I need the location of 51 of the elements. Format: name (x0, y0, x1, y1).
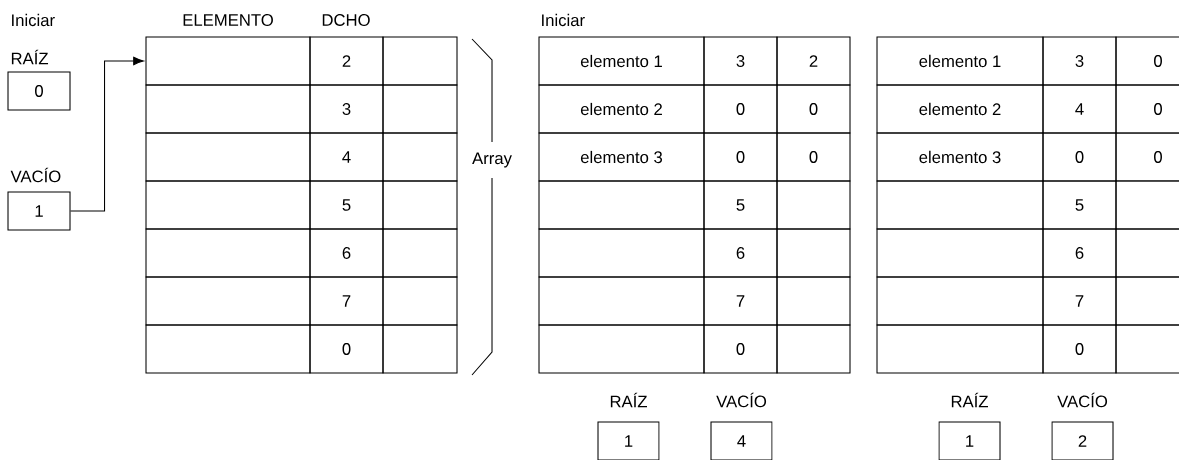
table-cell: 0 (1042, 132, 1117, 182)
arrow (70, 56, 144, 212)
table-cell: 5 (1042, 180, 1117, 230)
table-cell: 6 (309, 228, 384, 278)
table-cell: 7 (1042, 276, 1117, 326)
table-cell: 2 (776, 36, 851, 86)
value-box: 4 (710, 421, 773, 460)
table-cell: 4 (1042, 84, 1117, 134)
table-cell: 0 (703, 324, 778, 374)
table-cell: elemento 2 (538, 84, 705, 134)
heading: Iniciar (542, 13, 585, 27)
box-heading: VACÍO (1057, 392, 1108, 408)
value-box: 1 (597, 421, 660, 460)
table-cell: 3 (309, 84, 384, 134)
table-cell: 6 (703, 228, 778, 278)
table-cell: 0 (309, 324, 384, 374)
heading: Iniciar (12, 13, 55, 27)
table-cell: 7 (703, 276, 778, 326)
table-cell: elemento 1 (538, 36, 705, 86)
column-heading: DCHO (322, 14, 370, 26)
box-heading: RAÍZ (610, 392, 647, 408)
table-cell: 3 (703, 36, 778, 86)
table-cell: 0 (1042, 324, 1117, 374)
value-box: 2 (1051, 421, 1114, 460)
table-cell: elemento 3 (876, 132, 1044, 182)
table-cell: 7 (309, 276, 384, 326)
table-cell: 0 (1115, 36, 1179, 86)
table-cell: 0 (776, 132, 851, 182)
table-cell: elemento 3 (538, 132, 705, 182)
value-box: 0 (7, 71, 71, 111)
table-cell: elemento 2 (876, 84, 1044, 134)
table-cell: 3 (1042, 36, 1117, 86)
table-cell: 6 (1042, 228, 1117, 278)
table-cell: 0 (1115, 132, 1179, 182)
table-cell (145, 36, 311, 86)
table-cell: 5 (703, 180, 778, 230)
table-cell: 0 (703, 84, 778, 134)
table-cell: 0 (1115, 84, 1179, 134)
box-heading: RAÍZ (951, 392, 988, 408)
table-cell: 0 (703, 132, 778, 182)
box-heading: VACÍO (10, 167, 61, 183)
table-cell: 5 (309, 180, 384, 230)
bracket-label: Array (472, 152, 512, 168)
table-cell: 0 (776, 84, 851, 134)
box-heading: VACÍO (716, 392, 767, 408)
value-box: 1 (7, 191, 71, 231)
table-cell: 2 (309, 36, 384, 86)
table-cell: elemento 1 (876, 36, 1044, 86)
value-box: 1 (938, 421, 1001, 460)
table-cell: 4 (309, 132, 384, 182)
box-heading: RAÍZ (11, 49, 49, 65)
